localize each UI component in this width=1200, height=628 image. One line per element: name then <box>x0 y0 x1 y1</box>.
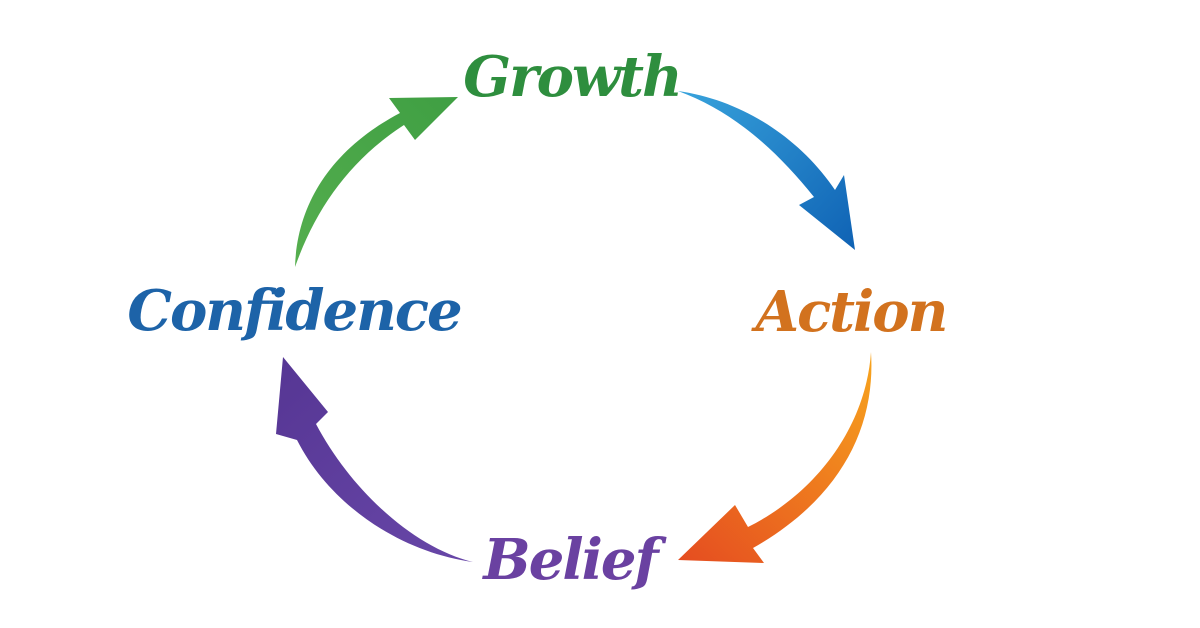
arrow-growth-to-action <box>678 91 855 250</box>
node-label-belief: Belief <box>483 527 658 593</box>
arrow-confidence-to-growth <box>295 97 458 267</box>
arrow-belief-to-confidence <box>276 357 473 562</box>
node-label-action: Action <box>755 279 949 345</box>
arrow-action-to-belief <box>678 352 872 563</box>
node-label-confidence: Confidence <box>127 278 462 344</box>
node-label-growth: Growth <box>463 44 682 110</box>
